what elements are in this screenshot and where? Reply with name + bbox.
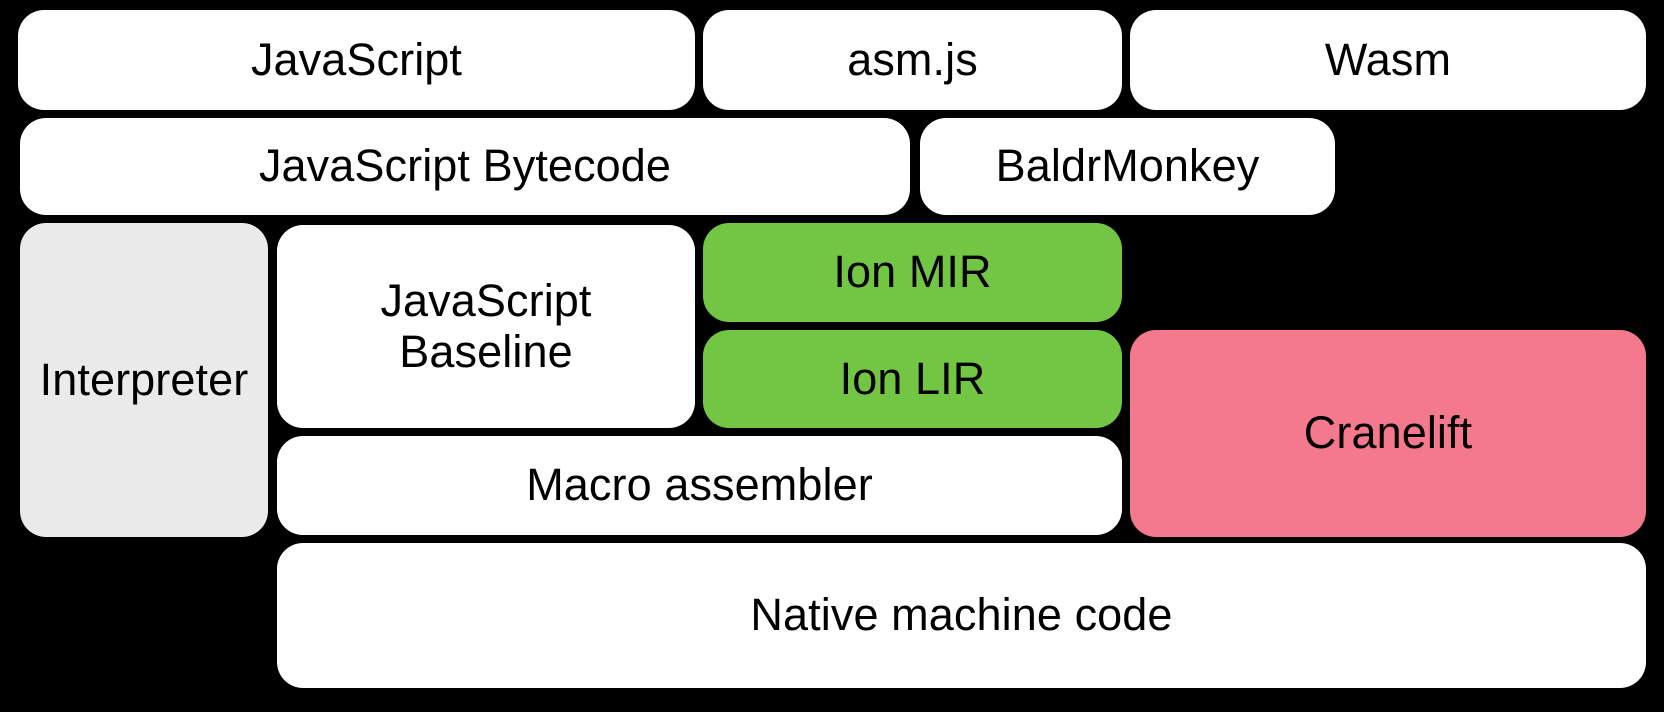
node-label-cranelift: Cranelift bbox=[1303, 407, 1473, 459]
node-label-ion-mir: Ion MIR bbox=[833, 246, 992, 298]
node-javascript-baseline[interactable]: JavaScript Baseline bbox=[277, 225, 695, 428]
node-label-javascript: JavaScript bbox=[250, 33, 463, 85]
node-interpreter[interactable]: Interpreter bbox=[20, 223, 268, 537]
node-javascript[interactable]: JavaScript bbox=[18, 10, 695, 110]
node-label-native-machine-code: Native machine code bbox=[750, 589, 1173, 641]
node-javascript-bytecode[interactable]: JavaScript Bytecode bbox=[20, 118, 910, 215]
node-label-javascript-baseline: JavaScript Baseline bbox=[380, 275, 592, 377]
node-ion-lir[interactable]: Ion LIR bbox=[703, 330, 1122, 428]
node-label-wasm: Wasm bbox=[1324, 33, 1452, 85]
node-wasm[interactable]: Wasm bbox=[1130, 10, 1646, 110]
node-macro-assembler[interactable]: Macro assembler bbox=[277, 436, 1122, 535]
node-label-javascript-bytecode: JavaScript Bytecode bbox=[258, 140, 672, 192]
node-label-ion-lir: Ion LIR bbox=[839, 352, 986, 404]
node-label-asm-js: asm.js bbox=[847, 33, 978, 85]
node-label-interpreter: Interpreter bbox=[39, 353, 249, 405]
node-label-baldrmonkey: BaldrMonkey bbox=[995, 140, 1260, 192]
node-native-machine-code[interactable]: Native machine code bbox=[277, 543, 1646, 688]
node-ion-mir[interactable]: Ion MIR bbox=[703, 223, 1122, 322]
node-cranelift[interactable]: Cranelift bbox=[1130, 330, 1646, 537]
node-baldrmonkey[interactable]: BaldrMonkey bbox=[920, 118, 1335, 215]
node-label-macro-assembler: Macro assembler bbox=[526, 459, 873, 511]
node-asm-js[interactable]: asm.js bbox=[703, 10, 1122, 110]
